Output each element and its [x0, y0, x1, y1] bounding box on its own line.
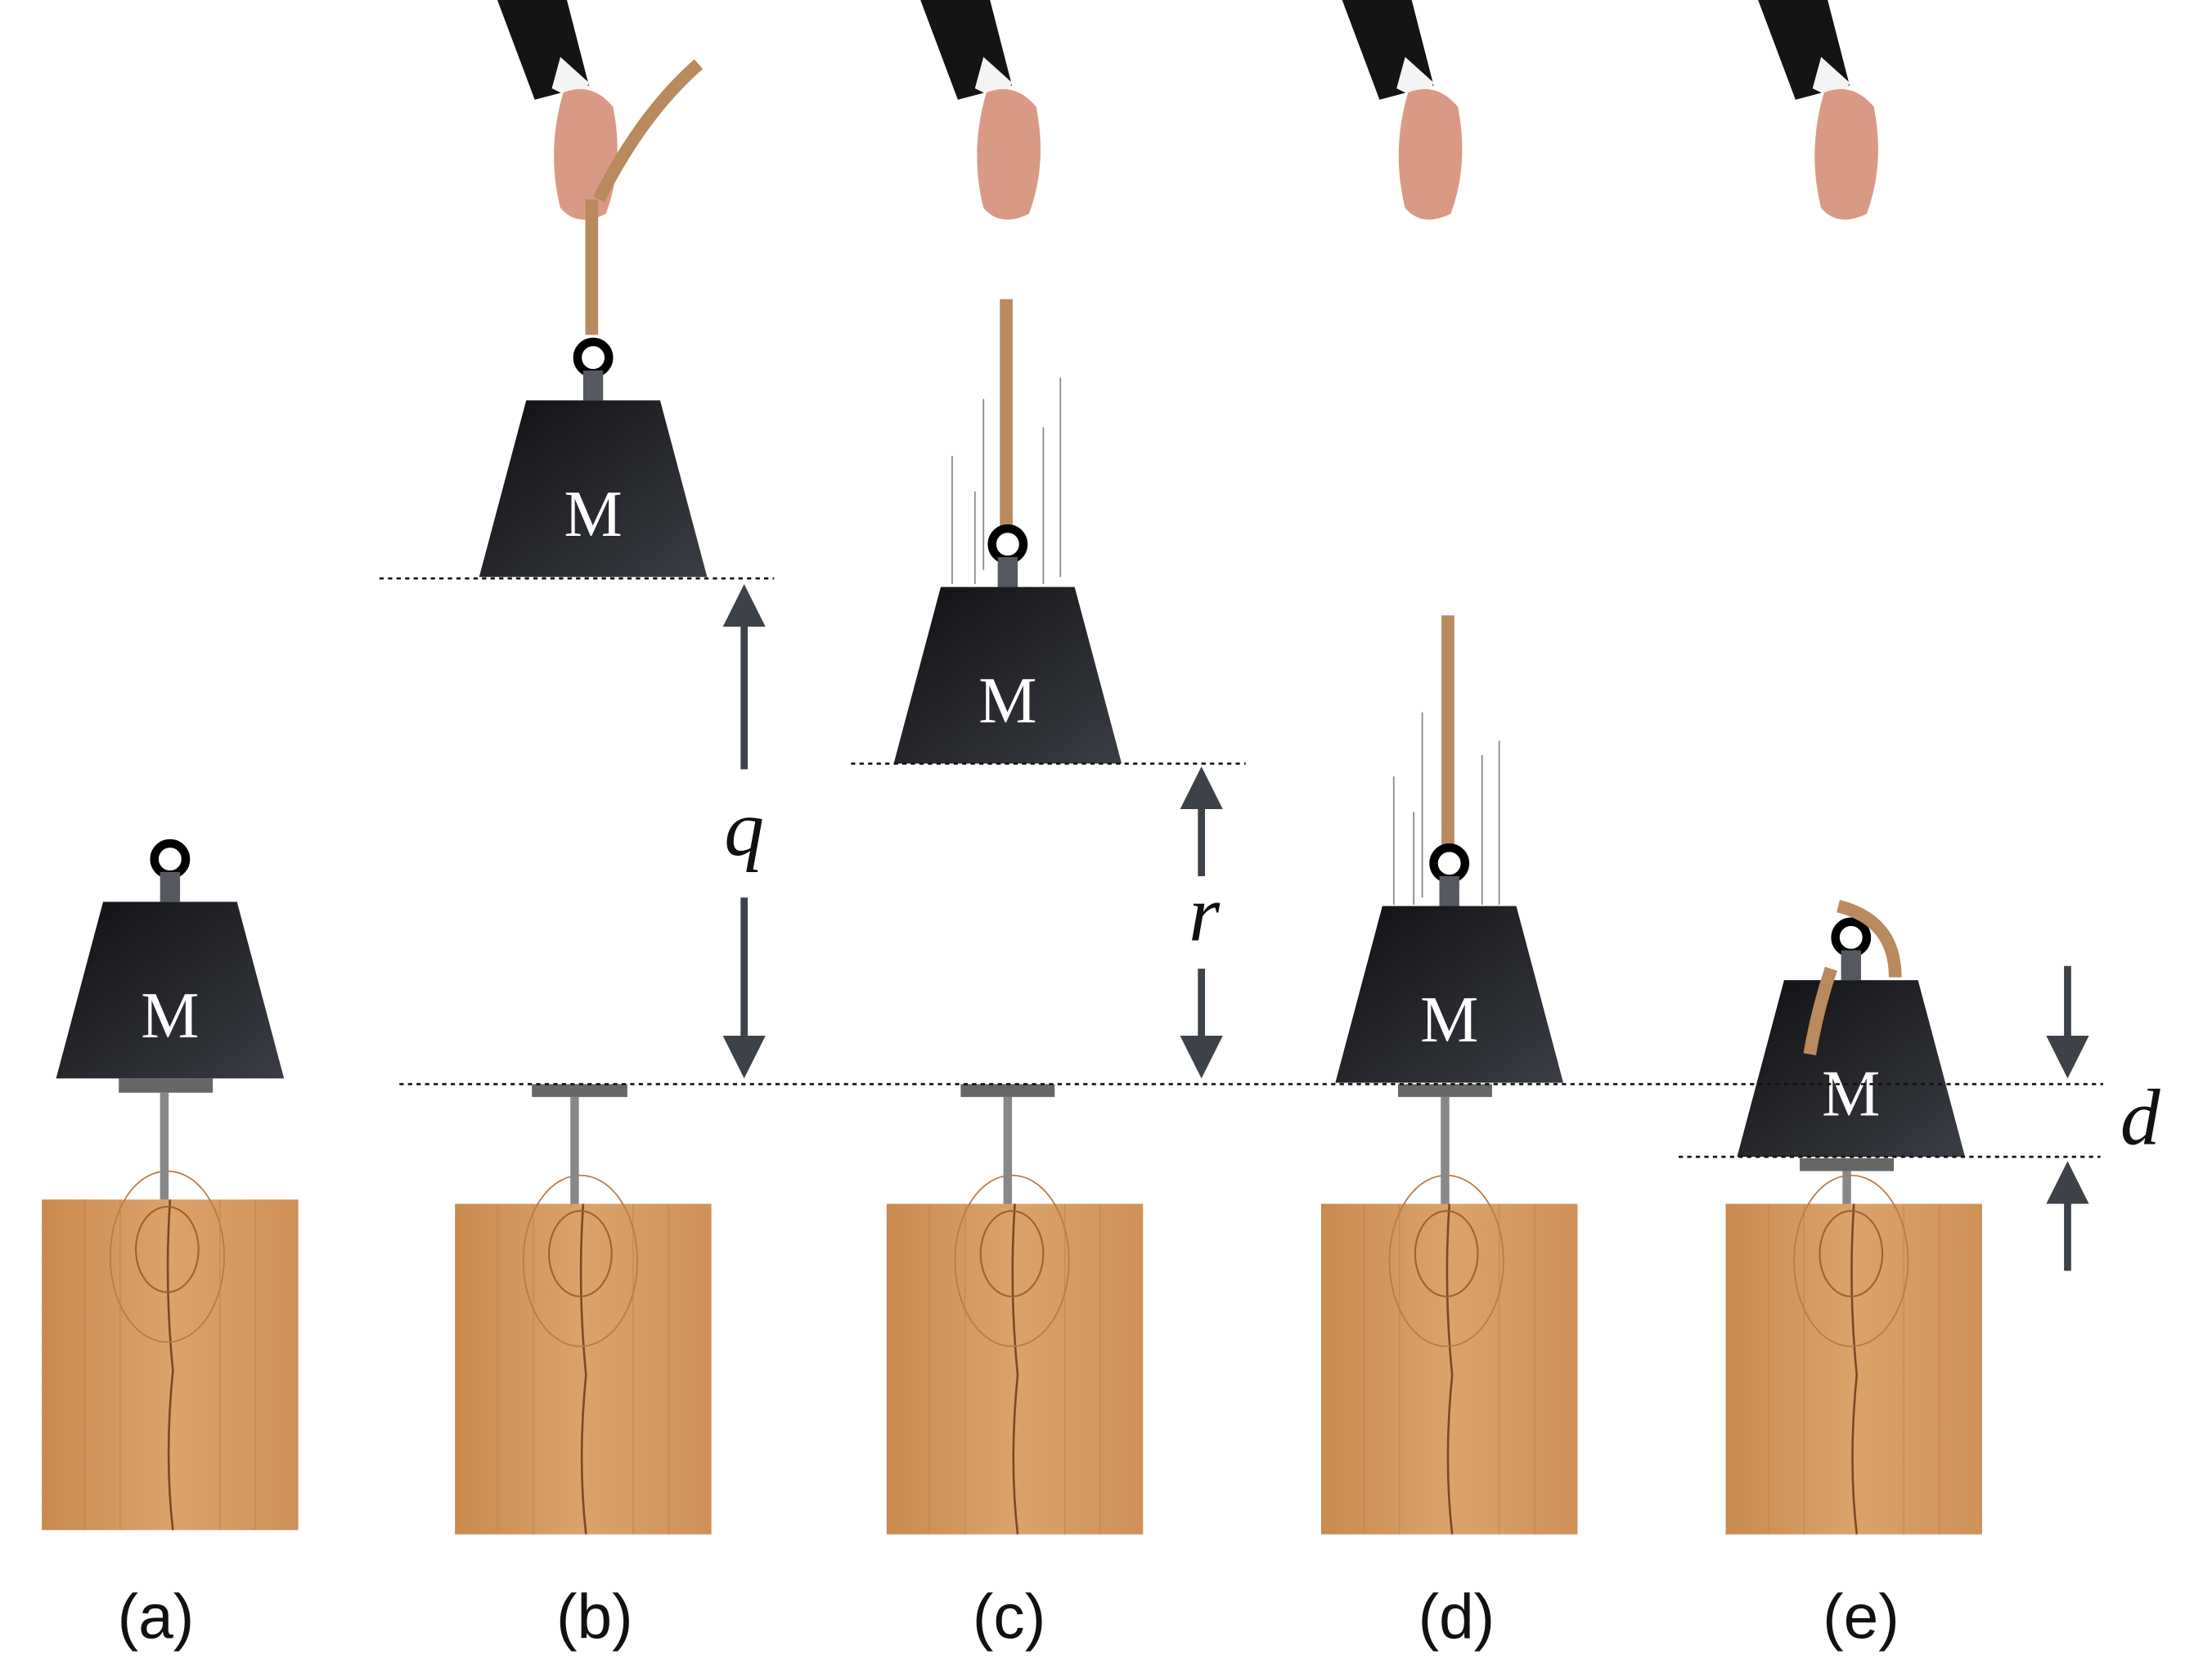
panel-a: M (a) [40, 843, 299, 1653]
panel-label: (b) [556, 1583, 633, 1653]
hand-icon [1752, 0, 1878, 220]
panel-e: M d (e) [1679, 0, 2160, 1653]
mass-label: M [564, 479, 622, 551]
panel-label: (d) [1418, 1583, 1495, 1653]
nail-shaft [570, 1096, 579, 1204]
panel-label: (c) [973, 1583, 1045, 1653]
nail-shaft [1441, 1096, 1450, 1204]
nail-shaft [1003, 1096, 1013, 1204]
wood-block [885, 1174, 1144, 1536]
panel-label: (a) [118, 1583, 195, 1653]
mass-label: M [1420, 984, 1478, 1056]
panel-c: M r (c) [851, 0, 1246, 1653]
r-label: r [1189, 870, 1221, 958]
wood-block [1724, 1174, 1984, 1536]
motion-lines [1392, 712, 1500, 905]
hand-icon [1337, 0, 1463, 220]
panel-label: (e) [1823, 1583, 1900, 1653]
rope [585, 59, 704, 335]
panel-b: M q (b) [379, 0, 775, 1653]
nail-head [119, 1078, 214, 1093]
nail-head [1800, 1158, 1895, 1172]
mass-label: M [978, 665, 1036, 737]
mass-label: M [141, 980, 199, 1052]
panel-d: M (d) [1320, 0, 1579, 1653]
nail-shaft [1842, 1171, 1851, 1204]
wood-block [1320, 1174, 1579, 1536]
nail-shaft [160, 1092, 169, 1200]
wood-block [40, 1170, 299, 1531]
motion-lines [951, 377, 1062, 584]
nail-head [960, 1084, 1055, 1097]
nail-head [532, 1084, 627, 1097]
mass-label: M [1822, 1059, 1880, 1131]
d-label: d [2120, 1073, 2160, 1162]
nail-head [1397, 1084, 1492, 1097]
rope [1803, 899, 1902, 1055]
q-label: q [724, 785, 764, 873]
hand-icon [915, 0, 1041, 220]
wood-block [453, 1174, 713, 1536]
